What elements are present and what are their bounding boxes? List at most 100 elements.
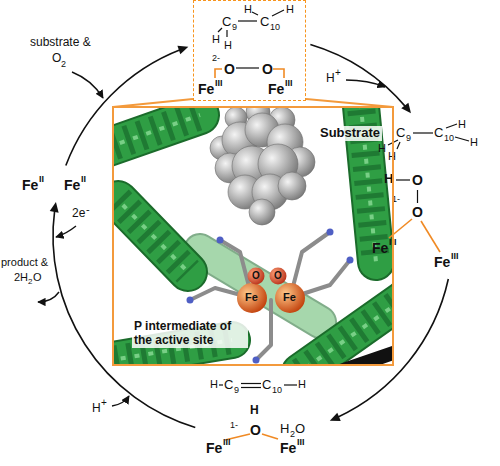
chemical-bonds: [446, 124, 457, 128]
label-text: product &: [1, 256, 48, 269]
formula-text: Fe: [268, 81, 284, 97]
formula-text: Fe: [64, 177, 80, 193]
helix: [118, 200, 188, 272]
helix: [114, 115, 200, 150]
formula-text: 1-: [230, 420, 238, 430]
helix: [118, 200, 188, 272]
formula-text: C: [222, 15, 231, 30]
label-text: O: [252, 270, 260, 282]
side-arrows: [38, 72, 385, 406]
chemical-bonds: [388, 124, 469, 203]
formula-text: O: [412, 204, 423, 220]
chemical-bonds: [218, 10, 284, 68]
label-text: H: [92, 402, 101, 416]
label-text: H: [326, 72, 335, 86]
formula-text: H: [224, 39, 232, 52]
formula-text: 9: [406, 133, 411, 143]
chemical-bonds: [455, 137, 469, 141]
formula-text: II: [39, 174, 44, 184]
label-text: Fe: [245, 291, 258, 304]
arrow-head: [401, 103, 411, 114]
formula-text: Fe: [280, 440, 296, 456]
formula-text: III: [297, 437, 305, 447]
formula-text: Fe: [22, 177, 38, 193]
substrate-molecule: [249, 199, 275, 225]
species-group: FeIIFeII: [18, 170, 110, 198]
label-text: 2e: [72, 207, 85, 221]
cycle-arrow: [310, 44, 411, 113]
formula-text: 2: [290, 429, 295, 439]
chemical-bonds: [252, 12, 258, 15]
chemical-bonds: [241, 387, 261, 388]
formula-text: H: [244, 3, 252, 16]
formula-text: C: [434, 126, 443, 141]
formula-text: III: [285, 78, 293, 88]
output-arrow: [38, 292, 59, 302]
formula-text: C: [396, 126, 405, 141]
chemical-bonds: [272, 10, 284, 16]
illustration-panel: Substrate P intermediate of the active si…: [112, 106, 394, 366]
label-text: O: [52, 52, 61, 66]
formula-text: C: [262, 378, 271, 393]
label-text: -: [86, 203, 90, 216]
formula-text: O: [224, 61, 235, 77]
helix: [118, 200, 188, 272]
formula-text: H: [286, 3, 294, 16]
helix: [114, 115, 200, 150]
protein-illustration: [114, 108, 392, 364]
formula-text: 2-: [212, 53, 220, 63]
formula-text: II: [81, 174, 86, 184]
input-arrow: [72, 72, 103, 98]
helix: [200, 250, 320, 322]
iron-sphere: [237, 283, 267, 313]
dark-ribbon: [332, 350, 392, 364]
label-text: Fe: [283, 291, 296, 304]
cycle-arrow: [50, 202, 195, 427]
side-chain-tips: [327, 229, 334, 236]
formula-text: H: [212, 33, 220, 46]
iron-sphere: [275, 283, 305, 313]
input-arrow: [112, 396, 129, 406]
formula-text: O: [262, 61, 273, 77]
formula-text: H: [280, 422, 289, 437]
chemical-bonds: [413, 132, 433, 133]
chemical-bonds: [238, 20, 257, 21]
chemical-bonds: [226, 30, 227, 37]
species-box: HHC9C10HH2-OOFeIIIFeIII: [193, 0, 306, 101]
formula-text: Fe: [434, 254, 450, 270]
formula-text: Fe: [372, 240, 388, 256]
panel-label: Substrate: [318, 126, 382, 141]
formula-text: 10: [444, 133, 454, 143]
iron-oxygen-bonds: [389, 219, 440, 252]
formula-text: Fe: [206, 440, 222, 456]
formula-text: III: [451, 251, 459, 261]
formula-text: H: [298, 378, 306, 391]
helix: [114, 115, 200, 150]
helix: [200, 250, 320, 322]
arrow-head: [50, 202, 59, 213]
side-chain-tips: [347, 257, 354, 264]
helix: [118, 200, 188, 272]
oxygen-sphere: [248, 268, 265, 285]
side-chain-tips: [187, 297, 194, 304]
iron-oxygen-bonds: [262, 434, 278, 439]
formula-text: 10: [270, 22, 280, 32]
cycle-arc: [53, 210, 195, 428]
species-group: HC9C10HH1-OH2OFeIIIFeIII: [200, 378, 325, 460]
label-text: O: [274, 270, 282, 282]
formula-text: C: [224, 378, 233, 393]
label-text: 2: [28, 277, 32, 286]
formula-text: Fe: [198, 81, 214, 97]
input-arrow: [56, 226, 76, 237]
cycle-arrow: [330, 279, 449, 421]
panel-label: P intermediate of the active site: [132, 320, 248, 348]
formula-text: H: [378, 142, 386, 155]
iron-oxygen-bonds: [273, 69, 284, 78]
formula-text: III: [223, 437, 231, 447]
chemical-bonds: [236, 67, 259, 68]
formula-text: O: [295, 422, 305, 437]
cycle-arc: [310, 44, 406, 107]
formula-text: H: [250, 404, 259, 418]
